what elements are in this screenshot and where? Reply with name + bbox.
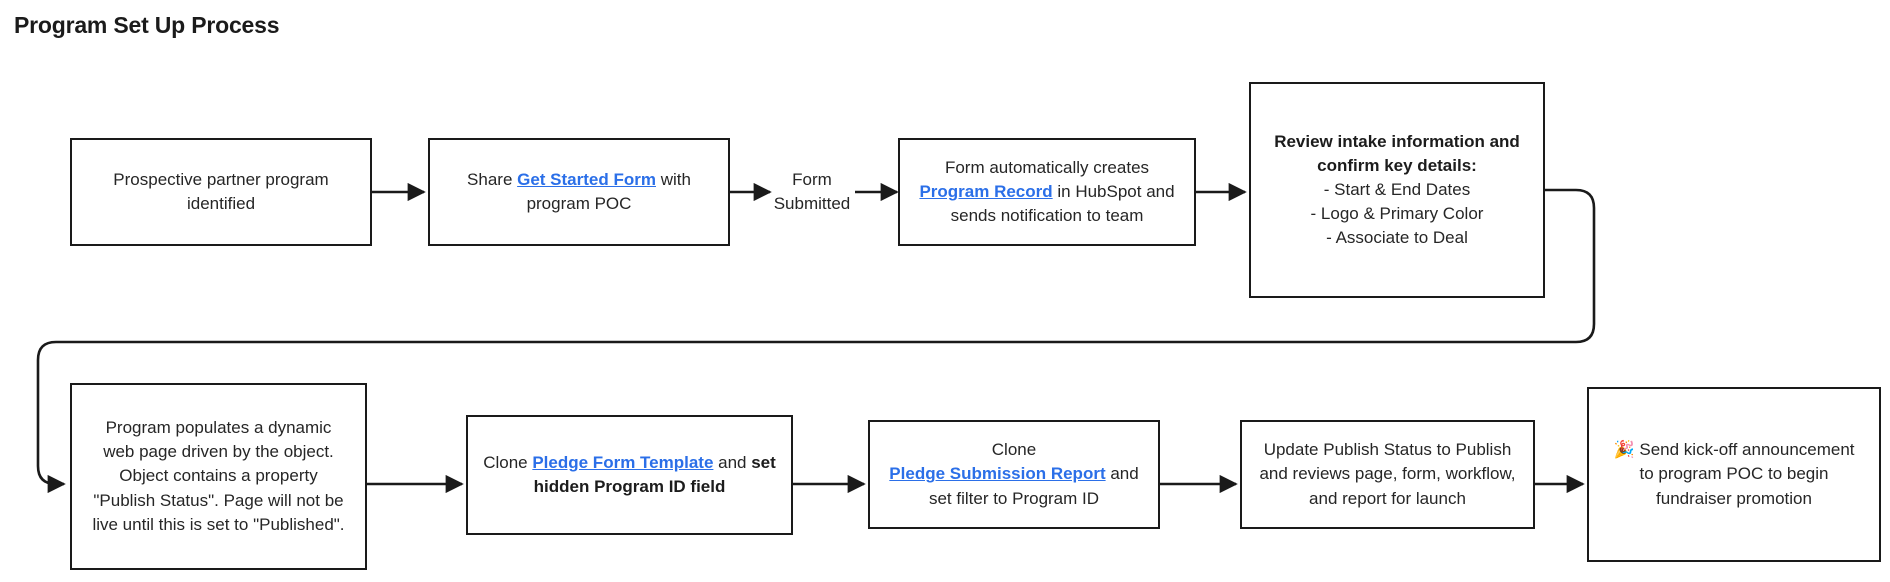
node-8-line-1: Update Publish Status to Publish <box>1263 440 1512 460</box>
node-9-line-1: Send kick-off announcement <box>1634 440 1855 460</box>
node-program-populates-web-page[interactable]: Program populates a dynamic web page dri… <box>70 383 367 570</box>
node-6-bold-2: hidden Program ID field <box>533 477 726 496</box>
node-7-line-1: Clone <box>991 440 1037 460</box>
node-7-suffix: and <box>1105 464 1139 484</box>
pledge-submission-report-link[interactable]: Pledge Submission Report <box>889 464 1106 484</box>
node-prospective-partner-program[interactable]: Prospective partner program identified <box>70 138 372 246</box>
node-5-line-1: Program populates a dynamic <box>105 418 332 438</box>
node-2-suffix: with <box>655 169 691 189</box>
node-form-creates-program-record[interactable]: Form automatically creates Program Recor… <box>898 138 1196 246</box>
node-1-line-2: identified <box>186 194 256 213</box>
node-4-header-line-1: Review intake information and <box>1274 131 1520 151</box>
edge-label-line-1: Form <box>792 170 832 189</box>
node-5-line-2: web page driven by the object. <box>103 442 334 462</box>
node-3-line-3: sends notification to team <box>950 206 1144 226</box>
node-5-line-4: "Publish Status". Page will not be <box>93 490 344 510</box>
program-record-link[interactable]: Program Record <box>919 181 1053 201</box>
node-clone-pledge-submission-report[interactable]: Clone Pledge Submission Report and set f… <box>868 420 1160 529</box>
page-title: Program Set Up Process <box>14 12 280 38</box>
node-3-line-1: Form automatically creates <box>944 157 1150 177</box>
party-popper-icon: 🎉 <box>1613 440 1635 460</box>
node-share-get-started-form[interactable]: Share Get Started Form with program POC <box>428 138 730 246</box>
node-5-line-5: live until this is set to "Published". <box>92 514 345 534</box>
node-4-header-line-2: confirm key details: <box>1317 155 1477 175</box>
node-1-line-1: Prospective partner program <box>113 169 329 189</box>
pledge-form-template-link[interactable]: Pledge Form Template <box>532 452 714 472</box>
node-9-line-3: fundraiser promotion <box>1656 488 1812 508</box>
node-2-prefix: Share <box>467 169 518 189</box>
node-3-suffix: in HubSpot and <box>1052 181 1175 201</box>
node-6-bold-1: set <box>751 452 776 472</box>
node-4-bullet-2: - Logo & Primary Color <box>1310 204 1484 224</box>
node-5-line-3: Object contains a property <box>119 466 318 486</box>
node-8-line-2: and reviews page, form, workflow, <box>1259 464 1516 484</box>
node-4-bullet-1: - Start & End Dates <box>1323 179 1471 199</box>
get-started-form-link[interactable]: Get Started Form <box>517 169 656 189</box>
node-6-mid: and <box>713 452 752 472</box>
node-review-intake-information[interactable]: Review intake information and confirm ke… <box>1249 82 1545 298</box>
node-8-line-3: and report for launch <box>1309 488 1466 508</box>
node-9-line-2: to program POC to begin <box>1639 464 1829 484</box>
edge-label-line-2: Submitted <box>773 193 851 213</box>
node-6-prefix: Clone <box>483 452 533 472</box>
node-send-kickoff-announcement[interactable]: 🎉 Send kick-off announcement to program … <box>1587 387 1881 562</box>
edge-label-form-submitted: Form Submitted <box>762 168 862 216</box>
node-update-publish-status[interactable]: Update Publish Status to Publish and rev… <box>1240 420 1535 529</box>
node-7-line-3: set filter to Program ID <box>928 488 1100 508</box>
node-4-bullet-3: - Associate to Deal <box>1326 228 1468 248</box>
node-clone-pledge-form-template[interactable]: Clone Pledge Form Template and set hidde… <box>466 415 793 535</box>
node-2-line-2: program POC <box>526 194 632 213</box>
